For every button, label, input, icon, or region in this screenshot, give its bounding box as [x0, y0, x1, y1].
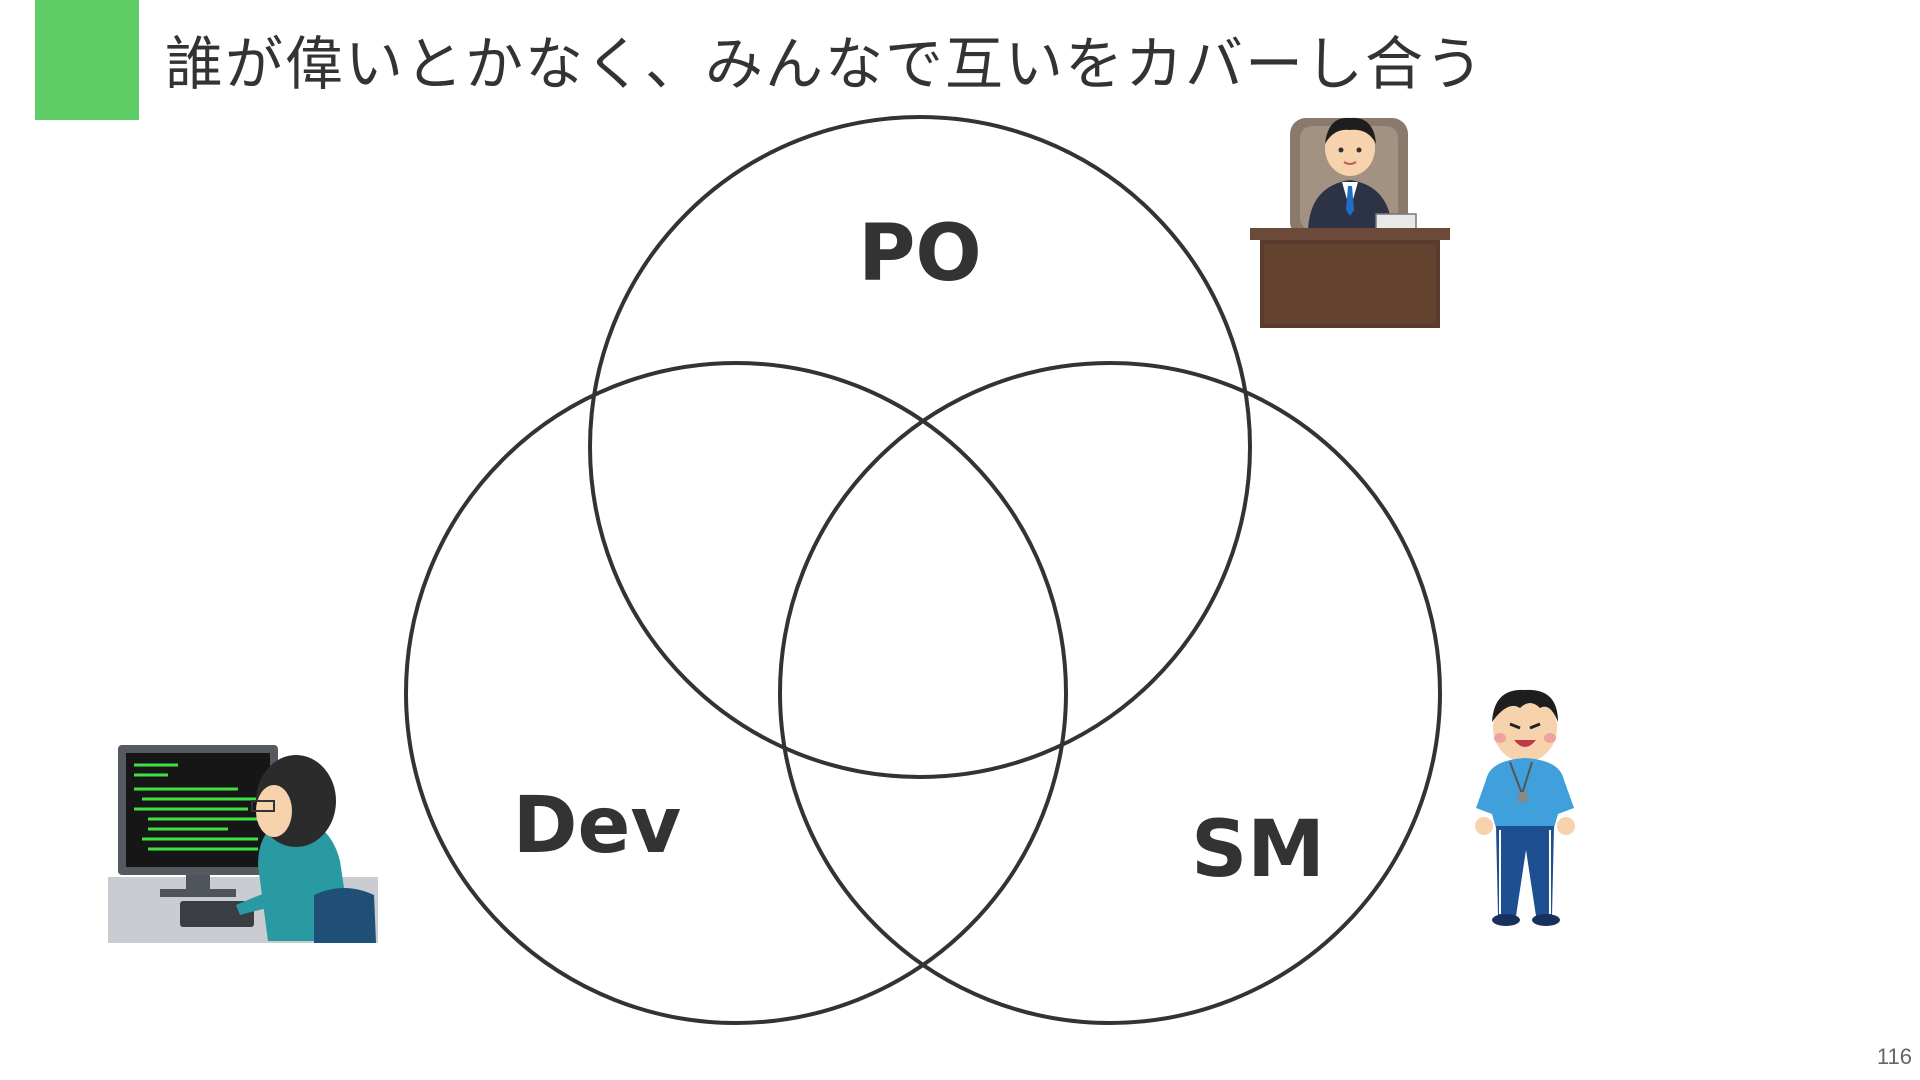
- dev-label: Dev: [513, 781, 682, 871]
- coach-with-whistle-illustration: [1470, 680, 1580, 930]
- sm-circle: [780, 363, 1440, 1023]
- boss-at-desk-illustration: [1250, 110, 1450, 330]
- po-label: PO: [858, 209, 981, 299]
- page-number: 116: [1877, 1044, 1912, 1070]
- dev-circle: [406, 363, 1066, 1023]
- sm-label: SM: [1191, 805, 1325, 895]
- programmer-at-computer-illustration: [108, 745, 378, 945]
